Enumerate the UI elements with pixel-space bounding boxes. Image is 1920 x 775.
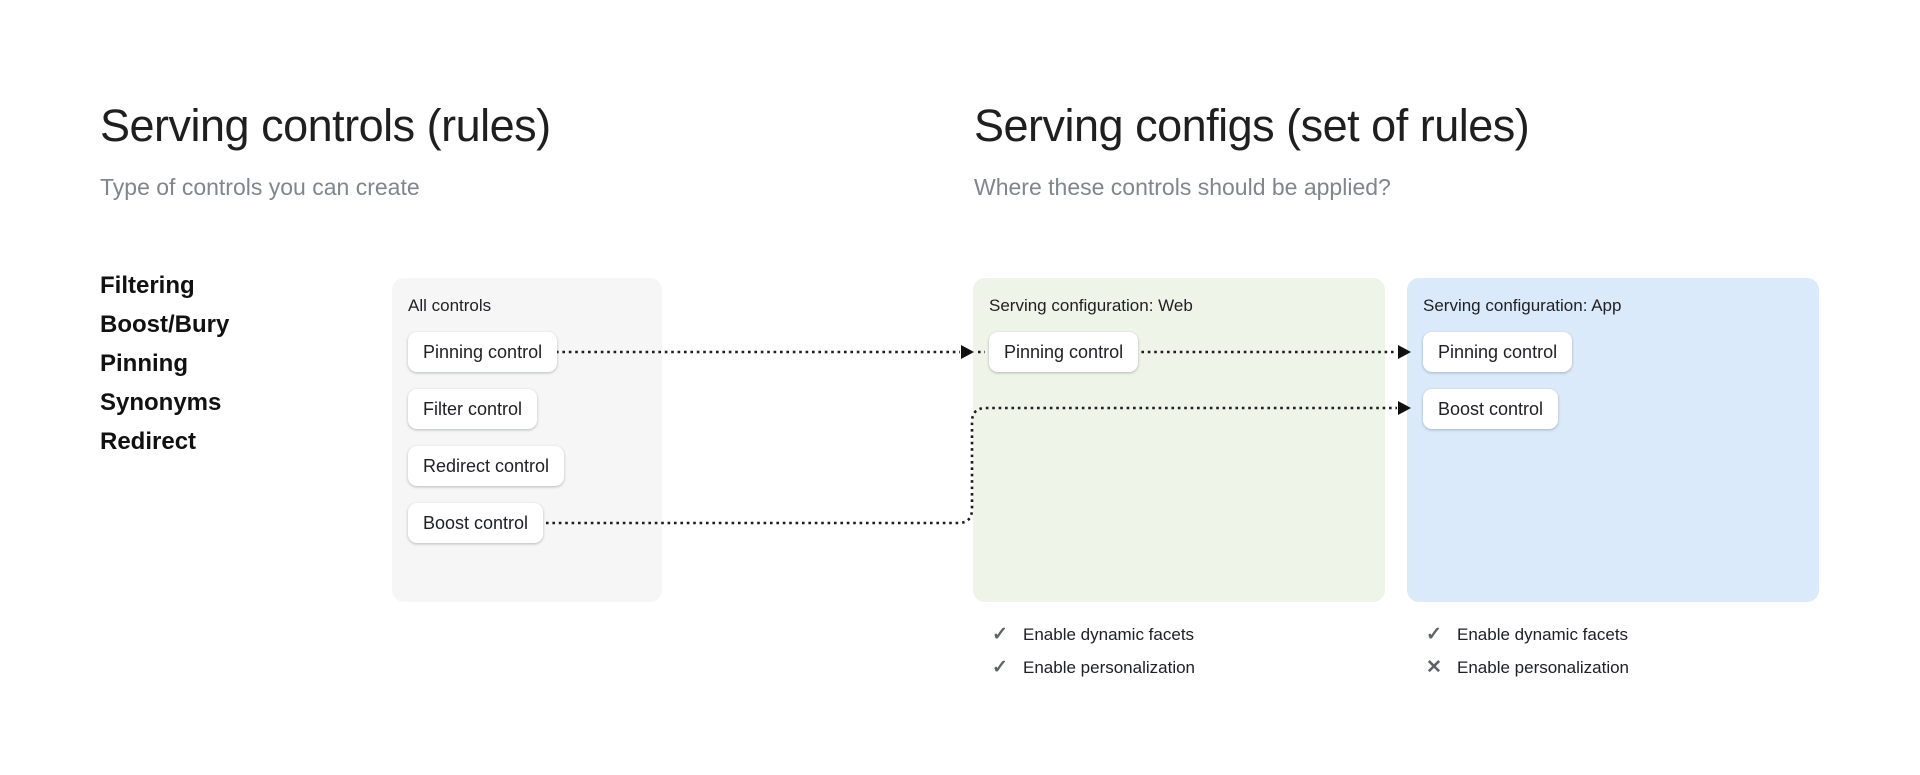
control-type-boost-bury: Boost/Bury [100,311,230,338]
check-icon: ✓ [992,624,1008,645]
app-config-card: Serving configuration: App Pinning contr… [1407,278,1819,602]
check-icon: ✓ [1426,624,1442,645]
right-section-title: Serving configs (set of rules) [974,100,1530,151]
pill-redirect-control: Redirect control [408,446,565,486]
left-section-header: Serving controls (rules) Type of control… [100,100,551,201]
feature-label: Enable personalization [1023,658,1196,677]
web-feature-dynamic-facets: ✓ Enable dynamic facets [992,624,1195,646]
pill-boost-control: Boost control [408,503,544,543]
app-config-features: ✓ Enable dynamic facets ✕ Enable persona… [1426,624,1629,679]
left-section-subtitle: Type of controls you can create [100,174,420,200]
feature-label: Enable personalization [1457,658,1630,677]
check-icon: ✓ [992,657,1008,678]
app-config-card-label: Serving configuration: App [1423,296,1622,315]
app-feature-personalization: ✕ Enable personalization [1426,657,1629,679]
all-controls-card: All controls Pinning control Filter cont… [392,278,662,602]
control-type-pinning: Pinning [100,350,188,377]
web-config-card: Serving configuration: Web Pinning contr… [973,278,1385,602]
web-config-features: ✓ Enable dynamic facets ✓ Enable persona… [992,624,1195,679]
feature-label: Enable dynamic facets [1023,625,1195,644]
control-type-redirect: Redirect [100,428,197,455]
pill-filter-control: Filter control [408,389,538,429]
right-section-header: Serving configs (set of rules) Where the… [974,100,1530,201]
web-config-card-label: Serving configuration: Web [989,296,1193,315]
web-feature-personalization: ✓ Enable personalization [992,657,1195,679]
app-pill-pinning-control: Pinning control [1423,332,1573,372]
all-controls-card-label: All controls [408,296,492,315]
feature-label: Enable dynamic facets [1457,625,1629,644]
control-type-synonyms: Synonyms [100,389,222,416]
right-section-subtitle: Where these controls should be applied? [974,174,1391,200]
control-types-list: Filtering Boost/Bury Pinning Synonyms Re… [100,266,229,461]
app-pill-boost-control: Boost control [1423,389,1559,429]
pill-pinning-control: Pinning control [408,332,558,372]
left-section-title: Serving controls (rules) [100,100,551,151]
web-pill-pinning-control: Pinning control [989,332,1139,372]
control-type-filtering: Filtering [100,272,195,299]
cross-icon: ✕ [1426,657,1442,678]
app-feature-dynamic-facets: ✓ Enable dynamic facets [1426,624,1629,646]
